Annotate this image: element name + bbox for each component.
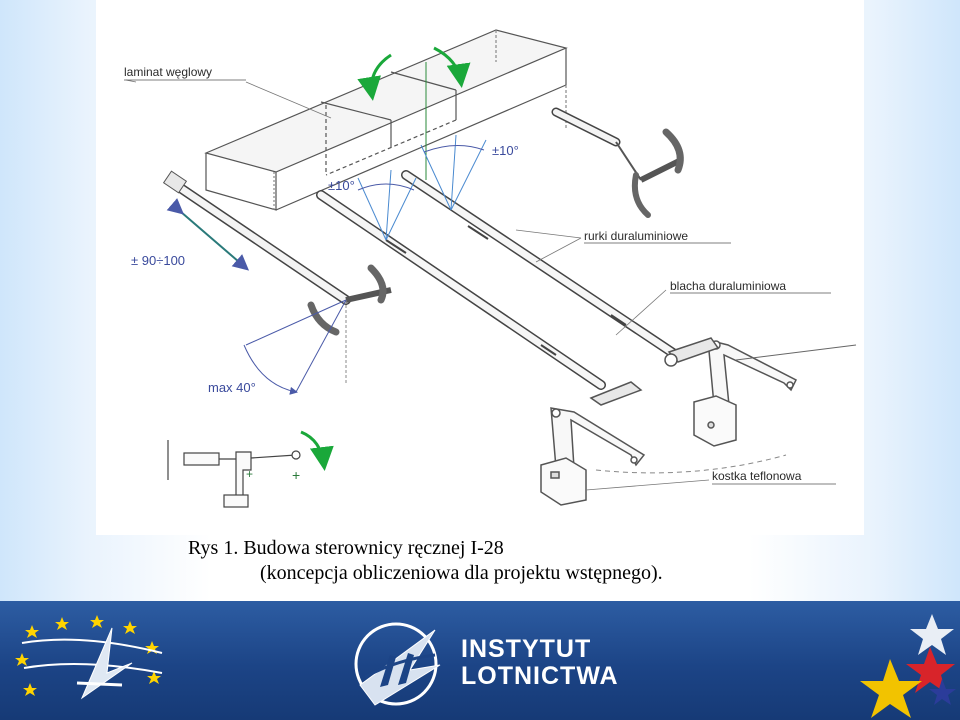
annotation-travel: ± 90÷100 bbox=[131, 253, 185, 268]
annotation-angle-right: ±10° bbox=[492, 143, 519, 158]
eu-stars-logo-icon bbox=[15, 615, 163, 700]
brackets bbox=[540, 337, 798, 506]
institute-logo-icon bbox=[354, 622, 441, 706]
angle-lines bbox=[357, 134, 487, 241]
mini-schematic: + + bbox=[167, 440, 301, 508]
label-dural-tubes: rurki duraluminiowe bbox=[584, 229, 688, 243]
institute-name: INSTYTUT LOTNICTWA bbox=[461, 636, 619, 690]
rotation-arrow-right bbox=[433, 46, 471, 88]
label-carbon-laminate: laminat węglowy bbox=[124, 65, 212, 79]
left-control-tube bbox=[162, 170, 392, 385]
leader-lines bbox=[125, 79, 710, 491]
technical-drawing: + + laminat węglowy rurki duraluminiowe … bbox=[96, 0, 864, 535]
label-teflon-block: kostka teflonowa bbox=[712, 469, 802, 483]
institute-name-line-2: LOTNICTWA bbox=[461, 662, 619, 690]
duralumin-tubes bbox=[316, 170, 681, 390]
footer-banner bbox=[0, 601, 960, 720]
mini-rotation-arrow bbox=[300, 430, 334, 471]
institute-name-line-1: INSTYTUT bbox=[461, 635, 592, 663]
max-angle-arc bbox=[243, 299, 347, 395]
figure-caption: Rys 1. Budowa sterownicy ręcznej I-28 (k… bbox=[188, 536, 888, 586]
laminate-frame bbox=[204, 29, 568, 212]
annotation-max-angle: max 40° bbox=[208, 380, 256, 395]
svg-text:+: + bbox=[292, 467, 300, 483]
caption-line-1: Rys 1. Budowa sterownicy ręcznej I-28 bbox=[188, 537, 504, 559]
caption-line-2: (koncepcja obliczeniowa dla projektu wst… bbox=[260, 562, 663, 584]
annotation-angle-left: ±10° bbox=[328, 178, 355, 193]
colored-stars-icon bbox=[860, 614, 956, 718]
right-control-tube bbox=[551, 107, 684, 218]
travel-arrow bbox=[166, 198, 250, 271]
svg-text:+: + bbox=[246, 467, 253, 481]
rotation-arrow-left bbox=[357, 53, 392, 101]
label-dural-sheet: blacha duraluminiowa bbox=[670, 279, 786, 293]
